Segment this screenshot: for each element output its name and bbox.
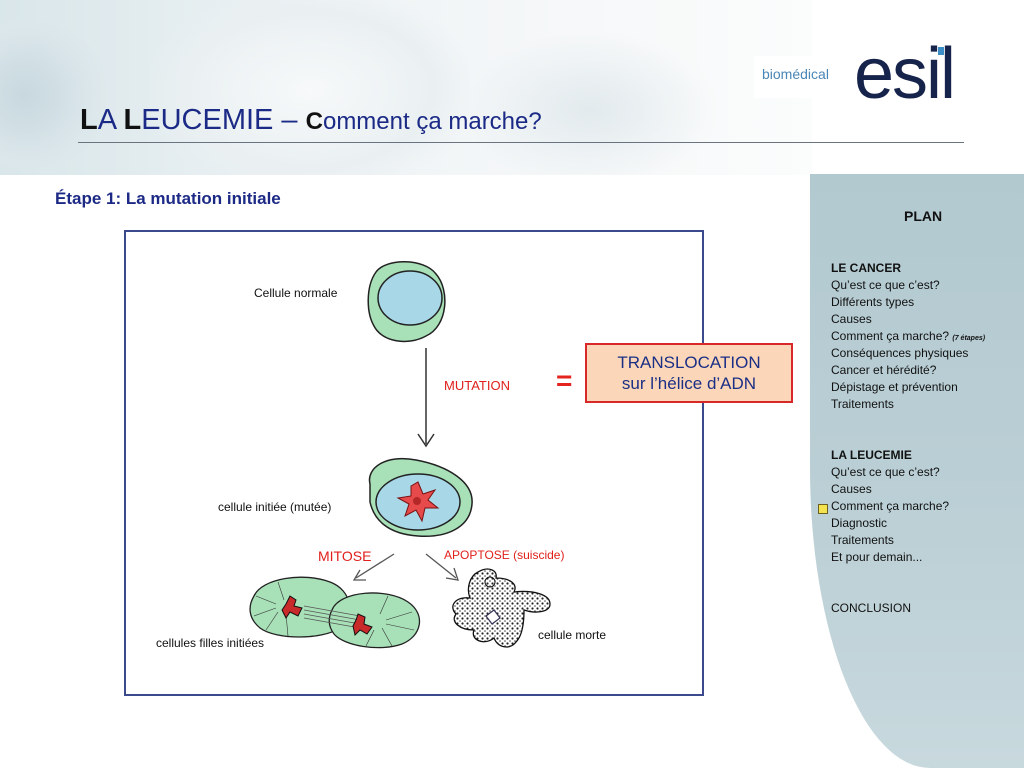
plan-heading: PLAN: [904, 208, 943, 224]
equals-sign: =: [556, 365, 573, 396]
mitose-label: MITOSE: [318, 548, 372, 564]
normal-cell: [367, 261, 446, 343]
title-part: EUCEMIE –: [141, 104, 306, 136]
initiated-cell-label: cellule initiée (mutée): [218, 500, 332, 514]
translocation-callout: TRANSLOCATION sur l’hélice d’ADN: [585, 343, 793, 403]
plan-section-leucemie[interactable]: LA LEUCEMIE: [831, 448, 912, 462]
plan-item-label: Comment ça marche?: [831, 329, 950, 343]
mutation-diagram: Cellule normale MUTATION cellule initiée…: [124, 230, 704, 696]
diagram-drawing: [249, 261, 551, 649]
callout-line: sur l’hélice d’ADN: [621, 374, 757, 393]
apoptose-label: APOPTOSE (suiscide): [444, 548, 565, 562]
plan-item[interactable]: Cancer et hérédité?: [831, 363, 937, 377]
current-item-marker: [818, 504, 828, 514]
plan-item-current[interactable]: Comment ça marche?: [831, 499, 950, 513]
plan-item[interactable]: Diagnostic: [831, 516, 888, 530]
header-photo-shape: [0, 20, 110, 170]
logo-biomedical-text: biomédical: [762, 66, 829, 82]
dead-cell: [452, 568, 551, 648]
header-photo-shape: [150, 0, 470, 175]
dead-cell-label: cellule morte: [538, 628, 607, 642]
arrow-right-icon: [425, 553, 459, 581]
logo-background: [754, 56, 846, 98]
plan-item-note: (7 étapes): [952, 335, 986, 342]
header-photo-shape: [460, 30, 720, 175]
logo-accent: [938, 47, 944, 55]
plan-sidebar: [810, 174, 1024, 768]
title-initial: C: [305, 108, 323, 135]
plan-item[interactable]: Qu’est ce que c’est?: [831, 465, 940, 479]
plan-item[interactable]: Différents types: [831, 295, 915, 309]
arrow-down-icon: [417, 348, 435, 448]
plan-item[interactable]: Traitements: [831, 397, 894, 411]
plan-item[interactable]: Et pour demain...: [831, 550, 923, 564]
title-initial: L: [123, 104, 142, 136]
daughter-cells-label: cellules filles initiées: [156, 636, 265, 650]
header-background: [0, 0, 812, 175]
plan-item[interactable]: Traitements: [831, 533, 894, 547]
step-heading: Étape 1: La mutation initiale: [55, 189, 281, 208]
plan-item[interactable]: Comment ça marche? (7 étapes): [831, 329, 985, 343]
initiated-cell: [368, 457, 473, 537]
plan-item[interactable]: Dépistage et prévention: [831, 380, 958, 394]
plan-item[interactable]: Qu’est ce que c’est?: [831, 278, 940, 292]
title-divider: [78, 142, 964, 143]
plan-section-conclusion[interactable]: CONCLUSION: [831, 601, 912, 615]
arrow-left-icon: [352, 553, 395, 581]
normal-cell-label: Cellule normale: [254, 286, 338, 300]
plan-item[interactable]: Conséquences physiques: [831, 346, 969, 360]
plan-section-cancer[interactable]: LE CANCER: [831, 261, 902, 275]
plan-item[interactable]: Causes: [831, 312, 872, 326]
callout-line: TRANSLOCATION: [617, 353, 761, 372]
title-initial: L: [80, 104, 98, 136]
slide-title: LA LEUCEMIE – Comment ça marche?: [80, 104, 542, 137]
title-part: omment ça marche?: [322, 108, 542, 135]
daughter-cells: [249, 576, 421, 649]
title-part: A: [97, 104, 124, 136]
mutation-label: MUTATION: [444, 378, 510, 393]
plan-item[interactable]: Causes: [831, 482, 872, 496]
